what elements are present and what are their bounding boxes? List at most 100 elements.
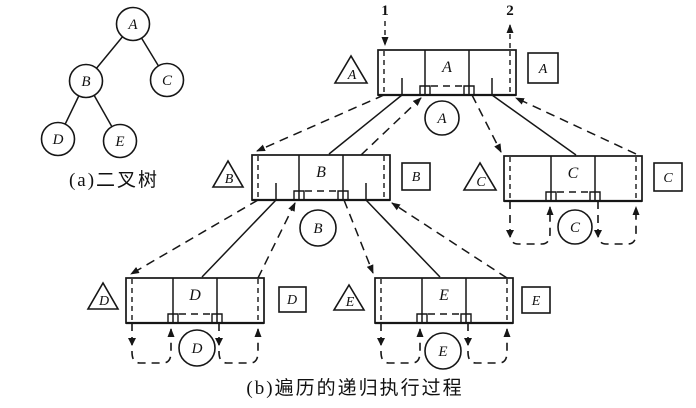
frame-b-node-circle xyxy=(299,209,337,247)
frame-a-left-notch xyxy=(419,85,431,94)
frame-b-circle-label: B xyxy=(313,221,322,237)
frame-e-square xyxy=(521,286,551,314)
frame-e-triangle-label: E xyxy=(345,295,355,310)
frame-a-right-notch xyxy=(463,85,475,94)
null-loop-d-left xyxy=(131,323,175,364)
recursion-panel: 1 2 A A A A xyxy=(86,3,683,399)
call-arrow-b-e xyxy=(343,199,374,274)
frame-a-node-circle xyxy=(424,100,460,136)
frame-c-right-notch xyxy=(589,191,601,200)
tree-node-e-label: E xyxy=(114,134,124,150)
call-arrow-a-c xyxy=(471,94,502,153)
link-line-a-c xyxy=(491,94,577,156)
tree-node-d-circle xyxy=(40,121,76,157)
null-loop-d-right-down-arrow xyxy=(215,338,223,346)
return-arrow-c-a xyxy=(515,97,637,155)
link-line-b-e xyxy=(365,199,441,278)
frame-d-circle-label: D xyxy=(191,341,203,357)
frame-c-triangle xyxy=(462,161,498,191)
frame-e-left-notch xyxy=(416,313,428,322)
call-arrow-b-d xyxy=(130,199,259,275)
tree-node-c-label: C xyxy=(162,73,173,89)
frame-e-square-label: E xyxy=(531,294,541,309)
frame-c-null-loops xyxy=(506,201,640,245)
frame-a-triangle-label: A xyxy=(347,68,357,83)
tree-node-d-label: D xyxy=(52,132,64,148)
entry-arrow-group: 1 xyxy=(381,3,389,46)
frame-a-circle-label: A xyxy=(436,111,447,127)
frame-d-square xyxy=(278,286,307,313)
frame-b-right-notch xyxy=(337,190,349,199)
frame-d-right-notch xyxy=(211,313,223,322)
frame-b-square-label: B xyxy=(412,170,421,185)
frame-a-box-label: A xyxy=(441,59,452,76)
frame-c-triangle-label: C xyxy=(476,175,486,190)
frame-c-square xyxy=(653,162,683,192)
null-loop-c-right-down-arrow xyxy=(594,230,602,238)
tree-node-a-label: A xyxy=(127,17,138,33)
frame-a-triangle xyxy=(333,54,369,84)
null-loop-d-left-down-arrow xyxy=(128,338,136,346)
null-loop-e-left-down-arrow xyxy=(377,338,385,346)
frame-e-box-label: E xyxy=(438,287,449,304)
link-line-a-b xyxy=(328,94,403,155)
frame-b-square xyxy=(401,162,431,191)
frame-d: D D D D xyxy=(86,277,307,367)
link-line-b-d xyxy=(201,199,277,278)
frame-d-box-label: D xyxy=(188,287,201,304)
frame-c-left-notch xyxy=(545,191,557,200)
frame-a-square-label: A xyxy=(538,62,548,77)
tree-caption: (a)二叉树 xyxy=(69,169,159,191)
frame-c-square-label: C xyxy=(663,171,673,186)
tree-node-b: B xyxy=(68,63,104,99)
tree-node-c: C xyxy=(149,62,185,98)
entry-label: 1 xyxy=(381,3,389,19)
frame-e-node-circle xyxy=(424,332,462,370)
frame-c-box-label: C xyxy=(568,165,579,182)
exit-arrow-group: 2 xyxy=(506,3,514,48)
null-loop-c-left-down-arrow xyxy=(506,230,514,238)
frame-d-square-label: D xyxy=(286,293,297,308)
null-loop-e-right xyxy=(467,323,511,364)
return-arrow-d-b xyxy=(257,202,296,279)
tree-node-b-circle xyxy=(68,63,104,99)
null-loop-d-right xyxy=(218,323,262,364)
frame-d-left-notch xyxy=(167,313,179,322)
null-loop-c-right xyxy=(597,201,640,245)
frame-d-triangle xyxy=(86,281,120,310)
frame-b-box-label: B xyxy=(316,164,326,181)
return-arrow-e-b xyxy=(391,202,508,279)
frame-e-right-notch xyxy=(460,313,472,322)
tree-node-b-label: B xyxy=(81,74,90,90)
frame-b-triangle xyxy=(211,159,245,188)
frame-b: B B B B xyxy=(211,154,431,247)
frame-c: C C C C xyxy=(462,155,683,245)
frame-d-node-circle xyxy=(178,329,216,367)
return-arrow-b-a xyxy=(360,97,422,156)
tree-node-a-circle xyxy=(115,6,151,42)
tree-node-d: D xyxy=(40,121,76,157)
exit-label: 2 xyxy=(506,3,514,19)
frame-b-triangle-label: B xyxy=(225,172,234,187)
frame-a-square xyxy=(527,52,559,84)
call-arrow-a-b xyxy=(256,94,385,152)
null-loop-e-right-down-arrow xyxy=(464,338,472,346)
binary-tree-panel: A B C D E (a)二叉树 xyxy=(40,6,185,191)
call-return-lines xyxy=(130,94,637,279)
frame-e-triangle xyxy=(332,283,366,311)
frame-e-null-loops xyxy=(377,323,511,364)
frame-b-left-notch xyxy=(293,190,305,199)
frame-e: E E E E xyxy=(332,277,551,370)
frame-d-null-loops xyxy=(128,323,262,364)
null-loop-c-left xyxy=(509,201,554,245)
tree-node-e: E xyxy=(102,123,138,159)
tree-node-a: A xyxy=(115,6,151,42)
tree-node-c-circle xyxy=(149,62,185,98)
frame-c-circle-label: C xyxy=(570,220,581,236)
null-loop-e-left xyxy=(380,323,424,364)
tree-node-e-circle xyxy=(102,123,138,159)
recursion-caption: (b)遍历的递归执行过程 xyxy=(246,377,463,399)
frame-d-triangle-label: D xyxy=(98,294,109,309)
